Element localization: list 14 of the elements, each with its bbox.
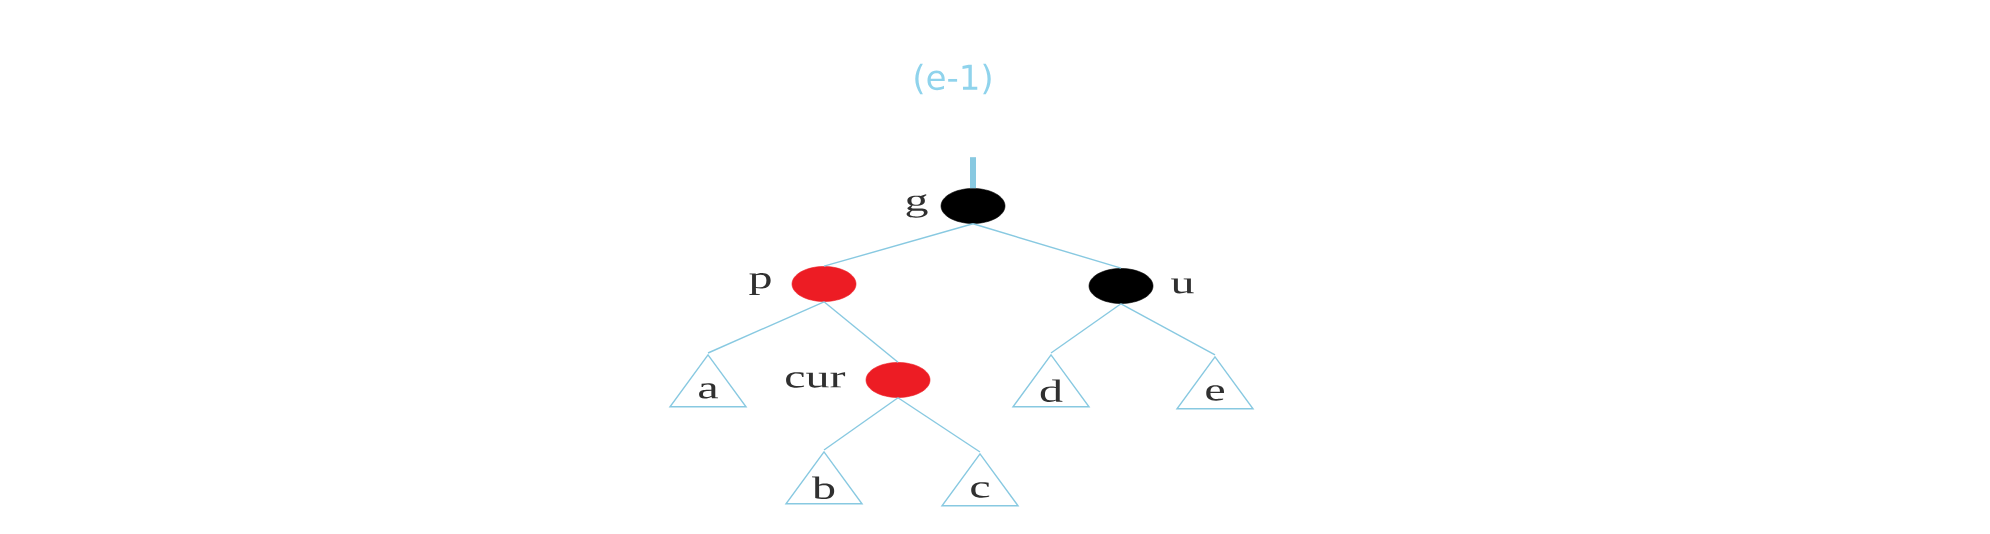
branch-line — [823, 223, 974, 267]
node-label: g — [906, 194, 928, 218]
branch-line — [823, 397, 899, 451]
branch-line — [970, 157, 976, 189]
title: (e-1) — [915, 63, 991, 95]
branch-line — [897, 397, 981, 453]
node-label: u — [1171, 278, 1194, 294]
branch-line — [1050, 303, 1122, 354]
node-label: cur — [786, 372, 846, 388]
branch-line — [1120, 303, 1216, 356]
branch-line — [707, 301, 825, 354]
node-label: p — [749, 273, 771, 295]
branch-line — [972, 223, 1122, 269]
branch-line — [823, 301, 899, 363]
